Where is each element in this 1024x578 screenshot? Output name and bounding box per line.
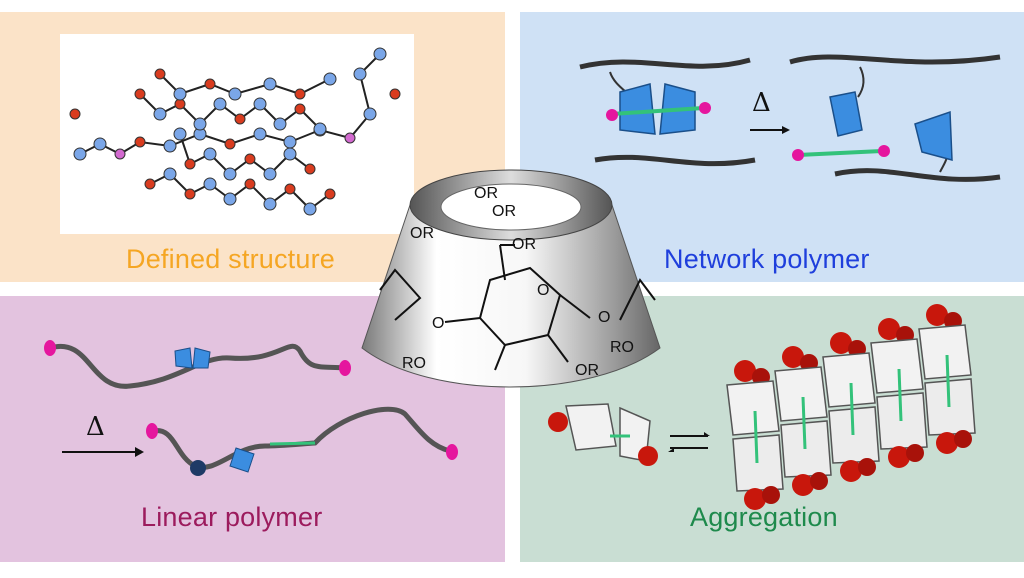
atom [263,167,277,181]
aggregate-unit [870,318,928,468]
aggregation-scheme [548,304,976,510]
aggregation-label: Aggregation [690,502,838,532]
atom [69,108,81,120]
atom [234,113,246,125]
atom [114,148,126,160]
atom [273,117,287,131]
atom [134,136,146,148]
atom [203,177,217,191]
atom [203,147,217,161]
atom [223,192,237,206]
atom [223,167,237,181]
network-polymer-label: Network polymer [664,244,870,274]
atom [389,88,401,100]
atom [134,88,146,100]
atom [184,188,196,200]
atom [73,147,87,161]
atom [304,163,316,175]
aggregate-stack [726,304,976,510]
crystal-structure-icon [69,47,401,216]
panel-defined-structure: Defined structure [0,12,505,282]
aggregate-unit [726,360,784,510]
linear-polymer-scheme [44,340,458,476]
cyclodextrin-cone-icon [914,110,953,161]
atom [353,67,367,81]
aggregate-unit [774,346,832,496]
atom [163,139,177,153]
atom [253,97,267,111]
atom [363,107,377,121]
atom [244,178,256,190]
atom [204,78,216,90]
atoms [69,47,401,216]
monomer-icon [548,403,658,466]
atom [283,147,297,161]
atom [153,107,167,121]
cyclodextrin-pair-icon [606,83,711,135]
atom [294,88,306,100]
panel-aggregation: Aggregation [520,296,1024,562]
atom [323,72,337,86]
atom [283,135,297,149]
atom [213,97,227,111]
equilibrium-arrows-icon [668,432,710,452]
aggregate-unit [918,304,976,454]
atom [263,77,277,91]
atom [294,103,306,115]
panel-network-polymer: Δ Network polymer [520,12,1024,282]
crystal-structure-image [60,34,414,234]
atom [244,153,256,165]
atom [263,197,277,211]
atom [184,158,196,170]
cyclodextrin-cone-icon [829,91,863,137]
atom [193,117,207,131]
atom [154,68,166,80]
panel-linear-polymer: Δ Linear polymer [0,296,505,562]
atom [224,138,236,150]
network-polymer-scheme [579,54,1001,182]
aggregate-unit [822,332,880,482]
delta-symbol: Δ [752,88,771,118]
delta-symbol: Δ [86,412,105,442]
atom [163,167,177,181]
atom [324,188,336,200]
atom [303,202,317,216]
atom [373,47,387,61]
atom [284,183,296,195]
atom [173,127,187,141]
atom [93,137,107,151]
linear-polymer-label: Linear polymer [141,502,323,532]
defined-structure-label: Defined structure [126,244,335,274]
atom [173,87,187,101]
atom [313,122,327,136]
atom [344,132,356,144]
atom [144,178,156,190]
atom [253,127,267,141]
atom [228,87,242,101]
